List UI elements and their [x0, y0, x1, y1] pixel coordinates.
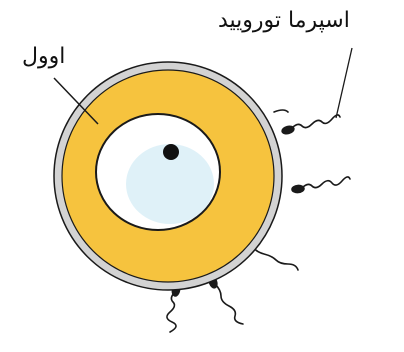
sperm-6 [274, 110, 288, 112]
nucleolus [163, 144, 179, 160]
sperm-pointer-line [336, 48, 352, 118]
sperm-4 [167, 283, 181, 332]
sperm-1 [281, 115, 340, 135]
sperm-label: اسپرما توروييد [218, 8, 350, 33]
sperm-5 [208, 275, 243, 324]
ovum-label: اوول [22, 44, 65, 69]
sperm-2 [292, 177, 350, 193]
